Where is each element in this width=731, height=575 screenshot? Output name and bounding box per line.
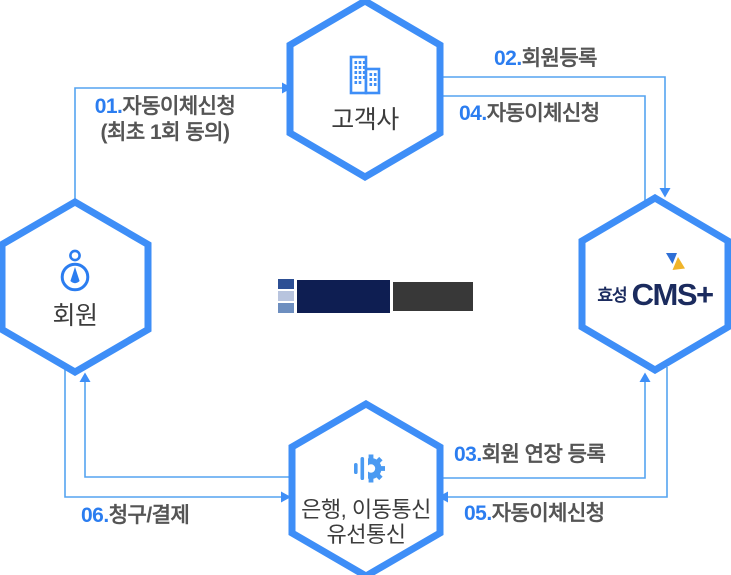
flow-line-05	[447, 367, 668, 498]
flow-05-number: 05.	[464, 502, 492, 525]
arrowhead-06	[281, 491, 291, 503]
node-bank: 은행, 이동통신 유선통신	[288, 400, 444, 575]
flow-label-01: 01.자동이체신청 (최초 1회 동의)	[77, 94, 253, 146]
arrowhead-06-return	[79, 372, 91, 382]
arrowhead-02	[659, 188, 671, 198]
hexagon-shape	[0, 198, 152, 376]
hyosung-logo	[278, 279, 473, 313]
logo-gray-block	[393, 281, 473, 311]
flow-label-05: 05.자동이체신청	[464, 501, 605, 527]
node-cms: 효성 CMS+	[578, 194, 731, 374]
flow-label-06: 06.청구/결제	[81, 503, 190, 529]
flow-02-text: 회원등록	[521, 47, 598, 70]
flow-01-number: 01.	[94, 95, 123, 118]
flow-line-03	[440, 382, 646, 479]
flow-03-number: 03.	[454, 443, 482, 466]
node-customer: 고객사	[286, 0, 444, 182]
flow-02-number: 02.	[494, 47, 522, 70]
flow-line-02	[441, 76, 666, 189]
node-member: 회원	[0, 198, 152, 376]
flow-03-text: 회원 연장 등록	[481, 443, 606, 466]
flow-01-subtext: (최초 1회 동의)	[100, 121, 230, 145]
flow-06-text: 청구/결제	[108, 504, 190, 527]
flow-line-01	[74, 87, 282, 201]
flow-label-02: 02.회원등록	[494, 46, 597, 72]
hexagon-shape	[288, 400, 444, 575]
flow-04-text: 자동이체신청	[486, 102, 600, 125]
flow-04-number: 04.	[459, 102, 487, 125]
flow-label-03: 03.회원 연장 등록	[454, 442, 606, 468]
hexagon-shape	[578, 194, 731, 374]
flow-line-06-return	[84, 382, 293, 478]
flow-06-number: 06.	[81, 504, 109, 527]
flow-line-04	[441, 95, 646, 206]
hexagon-shape	[286, 0, 444, 182]
arrowhead-03	[639, 372, 651, 382]
logo-squares-icon	[278, 279, 294, 313]
logo-navy-block	[297, 279, 390, 313]
flow-01-text: 자동이체신청	[122, 95, 236, 118]
flow-line-06	[64, 367, 281, 498]
flow-05-text: 자동이체신청	[491, 502, 605, 525]
flow-label-04: 04.자동이체신청	[459, 101, 600, 127]
